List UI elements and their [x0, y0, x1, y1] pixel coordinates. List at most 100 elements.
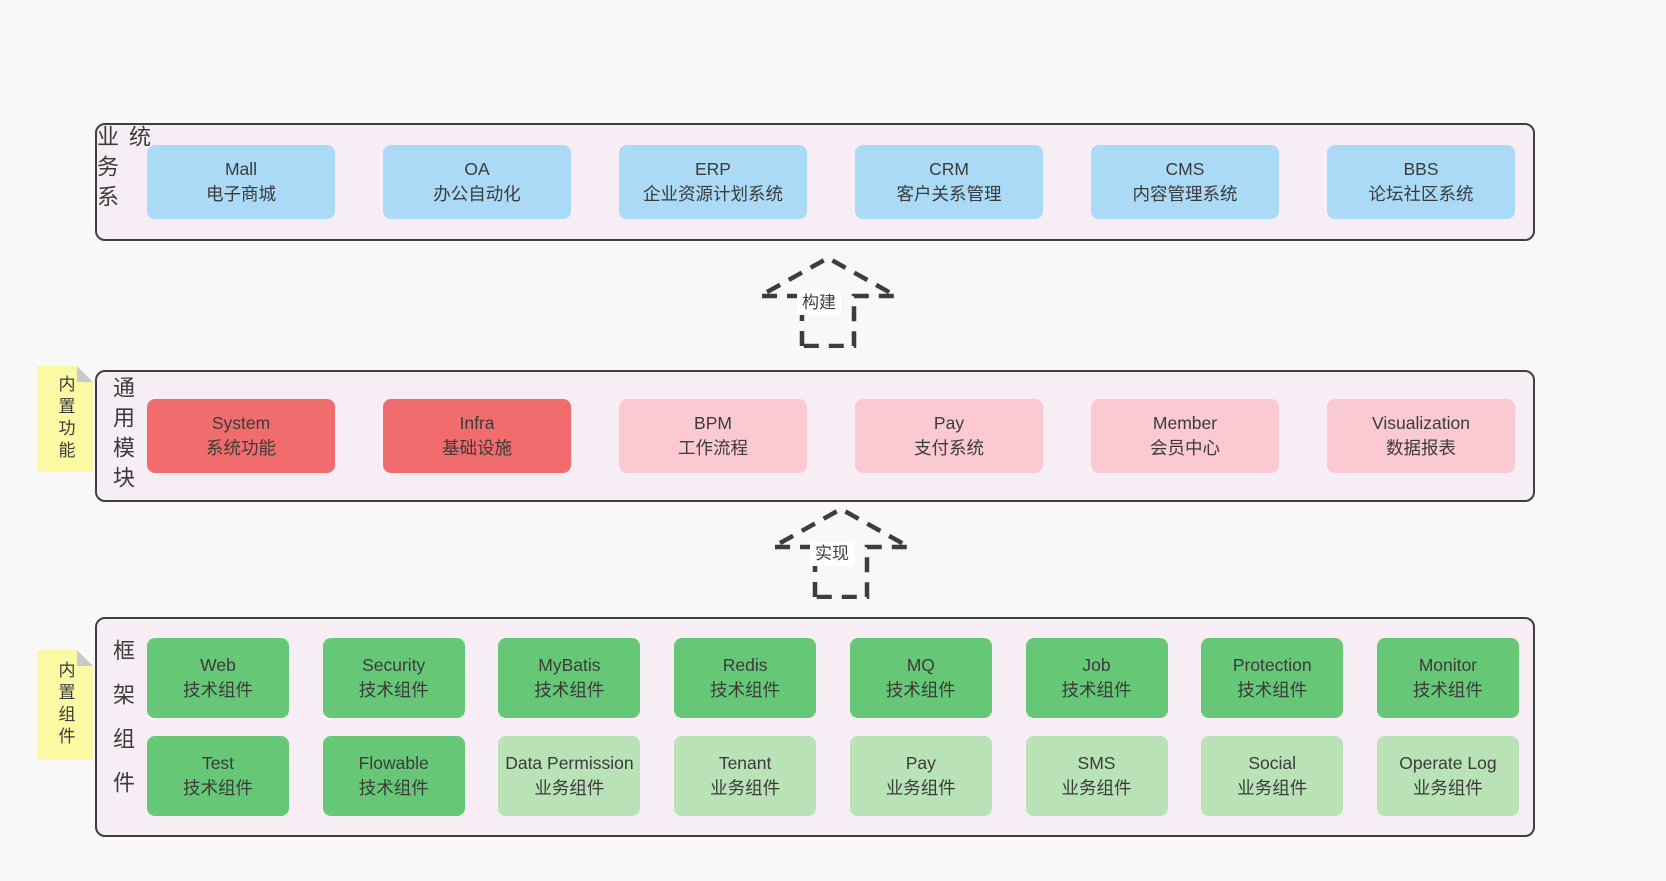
build-arrow — [751, 255, 905, 348]
common-modules-row: System 系统功能 Infra 基础设施 BPM 工作流程 Pay 支付系统… — [147, 372, 1533, 500]
box-subtitle: 技术组件 — [1061, 679, 1132, 700]
box-subtitle: 技术组件 — [1237, 679, 1308, 700]
box-title: BBS — [1403, 159, 1439, 180]
box-title: CMS — [1165, 159, 1205, 180]
box-subtitle: 技术组件 — [183, 679, 253, 700]
box-subtitle: 内容管理系统 — [1132, 184, 1238, 204]
box-title: Flowable — [358, 753, 429, 774]
business-systems-row: Mall 电子商城 OA 办公自动化 ERP 企业资源计划系统 CRM 客户关系… — [147, 125, 1533, 239]
box-title: System — [211, 413, 271, 434]
box-title: CRM — [929, 159, 969, 180]
box-title: OA — [464, 159, 490, 180]
box-pay-component: Pay 业务组件 — [849, 736, 992, 817]
box-subtitle: 办公自动化 — [433, 184, 521, 204]
box-title: Mall — [224, 159, 258, 180]
band-label-business-systems: 业务系统 — [94, 125, 151, 215]
box-subtitle: 支付系统 — [914, 438, 984, 458]
box-title: Job — [1082, 654, 1111, 675]
band-label-common-modules: 通用模块 — [110, 376, 135, 496]
box-title: Operate Log — [1399, 753, 1497, 774]
box-subtitle: 业务组件 — [534, 778, 605, 799]
box-erp: ERP 企业资源计划系统 — [619, 145, 807, 219]
sticky-note-builtin-features: 内置功能 — [37, 366, 93, 472]
box-title: BPM — [694, 413, 732, 434]
box-title: Data Permission — [505, 753, 634, 774]
box-mybatis: MyBatis 技术组件 — [498, 637, 641, 718]
box-social: Social 业务组件 — [1201, 736, 1344, 817]
sticky-fold-icon — [77, 650, 93, 666]
box-data-permission: Data Permission 业务组件 — [498, 736, 641, 817]
box-subtitle: 业务组件 — [1061, 778, 1132, 799]
business-systems-panel: 业务系统 Mall 电子商城 OA 办公自动化 ERP 企业资源计划系统 CRM… — [94, 123, 1535, 241]
box-title: Security — [362, 654, 426, 675]
box-subtitle: 技术组件 — [183, 778, 253, 799]
box-title: MyBatis — [538, 654, 601, 675]
box-title: ERP — [695, 159, 731, 180]
box-subtitle: 技术组件 — [1412, 679, 1483, 700]
framework-components-panel: 框架组件 Web 技术组件 Security 技术组件 MyBatis 技术组件… — [95, 617, 1535, 837]
box-title: MQ — [906, 654, 935, 675]
box-job: Job 技术组件 — [1025, 637, 1168, 718]
box-subtitle: 企业资源计划系统 — [643, 184, 783, 204]
box-mq: MQ 技术组件 — [849, 637, 992, 718]
sticky-label: 内置功能 — [55, 375, 75, 463]
box-flowable: Flowable 技术组件 — [322, 736, 465, 817]
box-bpm: BPM 工作流程 — [619, 399, 807, 473]
box-crm: CRM 客户关系管理 — [855, 145, 1043, 219]
implement-arrow-label: 实现 — [810, 542, 854, 567]
box-subtitle: 客户关系管理 — [896, 184, 1002, 204]
box-cms: CMS 内容管理系统 — [1091, 145, 1279, 219]
box-subtitle: 系统功能 — [206, 438, 276, 458]
box-subtitle: 论坛社区系统 — [1368, 184, 1474, 204]
box-security: Security 技术组件 — [322, 637, 465, 718]
box-subtitle: 业务组件 — [1237, 778, 1308, 799]
box-title: Pay — [905, 753, 936, 774]
box-subtitle: 基础设施 — [442, 438, 512, 458]
box-operate-log: Operate Log 业务组件 — [1376, 736, 1519, 817]
box-member: Member 会员中心 — [1091, 399, 1279, 473]
box-tenant: Tenant 业务组件 — [674, 736, 817, 817]
box-protection: Protection 技术组件 — [1201, 637, 1344, 718]
box-subtitle: 技术组件 — [534, 679, 605, 700]
box-sms: SMS 业务组件 — [1025, 736, 1168, 817]
box-subtitle: 业务组件 — [885, 778, 956, 799]
box-oa: OA 办公自动化 — [383, 145, 571, 219]
box-subtitle: 电子商城 — [206, 184, 276, 204]
box-subtitle: 业务组件 — [1412, 778, 1483, 799]
box-subtitle: 工作流程 — [678, 438, 748, 458]
box-subtitle: 技术组件 — [710, 679, 781, 700]
box-subtitle: 会员中心 — [1150, 438, 1220, 458]
framework-row-2: Test 技术组件 Flowable 技术组件 Data Permission … — [147, 736, 1533, 817]
box-title: Member — [1152, 413, 1218, 434]
box-title: Monitor — [1418, 654, 1478, 675]
box-title: Pay — [933, 413, 965, 434]
box-title: Infra — [459, 413, 495, 434]
box-title: SMS — [1077, 753, 1116, 774]
box-title: Tenant — [718, 753, 772, 774]
box-bbs: BBS 论坛社区系统 — [1327, 145, 1515, 219]
box-title: Test — [201, 753, 235, 774]
box-test: Test 技术组件 — [147, 736, 289, 817]
box-title: Social — [1248, 753, 1297, 774]
box-title: Visualization — [1372, 413, 1470, 434]
box-pay-system: Pay 支付系统 — [855, 399, 1043, 473]
common-modules-panel: 通用模块 System 系统功能 Infra 基础设施 BPM 工作流程 Pay… — [95, 370, 1535, 502]
box-monitor: Monitor 技术组件 — [1376, 637, 1519, 718]
box-title: Protection — [1232, 654, 1312, 675]
box-title: Web — [200, 654, 236, 675]
sticky-fold-icon — [77, 366, 93, 382]
framework-components-rows: Web 技术组件 Security 技术组件 MyBatis 技术组件 Redi… — [147, 619, 1533, 835]
sticky-label: 内置组件 — [55, 661, 75, 749]
box-subtitle: 技术组件 — [885, 679, 956, 700]
box-mall: Mall 电子商城 — [147, 145, 335, 219]
box-subtitle: 技术组件 — [358, 679, 429, 700]
box-redis: Redis 技术组件 — [674, 637, 817, 718]
implement-arrow — [764, 506, 918, 599]
box-subtitle: 业务组件 — [710, 778, 781, 799]
framework-row-1: Web 技术组件 Security 技术组件 MyBatis 技术组件 Redi… — [147, 637, 1533, 718]
sticky-note-builtin-components: 内置组件 — [37, 650, 93, 760]
build-arrow-label: 构建 — [797, 291, 841, 316]
box-system: System 系统功能 — [147, 399, 335, 473]
box-subtitle: 数据报表 — [1386, 438, 1456, 458]
band-label-framework-components: 框架组件 — [110, 639, 135, 815]
